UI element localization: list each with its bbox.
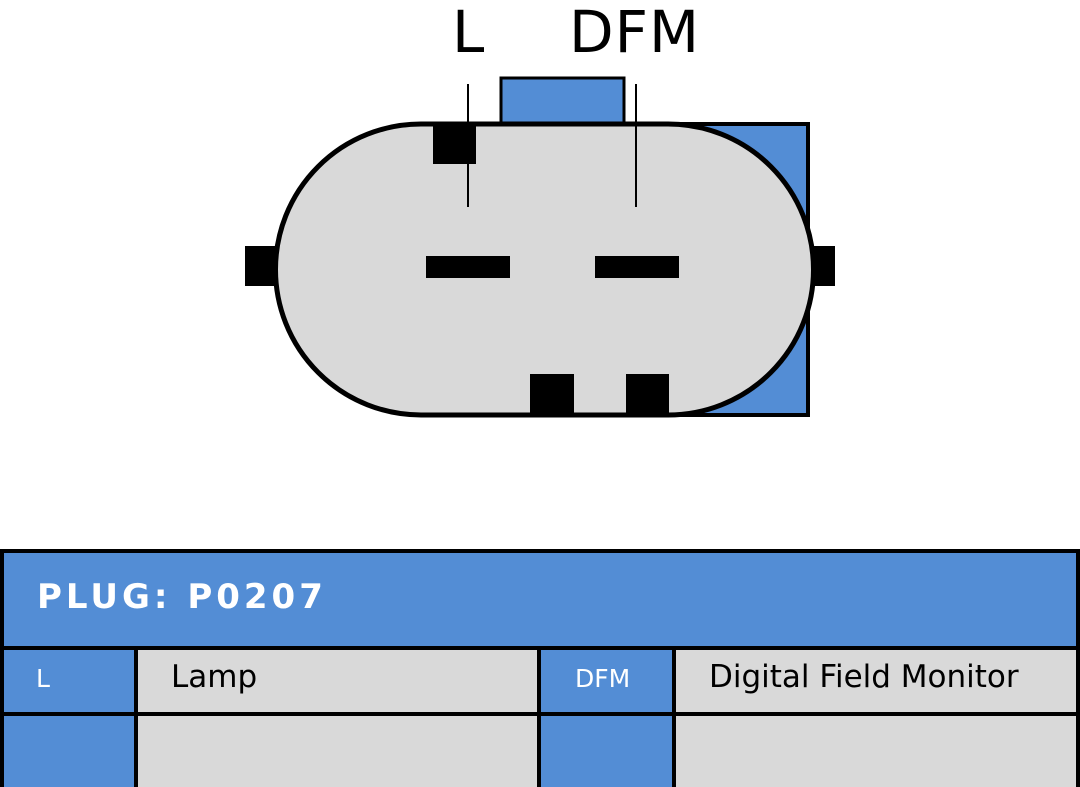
row1-desc1-cell: Lamp — [137, 646, 540, 714]
row2-code1-cell — [0, 714, 137, 787]
connector-body — [273, 121, 816, 418]
row1-desc1: Lamp — [171, 659, 258, 695]
row1-code2: DFM — [575, 664, 631, 693]
plug-header: PLUG: P0207 — [0, 553, 1080, 646]
grid-line-v4 — [1076, 646, 1080, 787]
row2-code2-cell — [540, 714, 675, 787]
bottom-notch-left — [530, 374, 574, 415]
grid-line-v0 — [0, 646, 4, 787]
top-notch — [433, 124, 476, 164]
bottom-notch-right — [626, 374, 669, 415]
grid-line-v1 — [134, 646, 138, 787]
row2-desc1-cell — [137, 714, 540, 787]
row1-code1: L — [36, 664, 50, 693]
row1-desc2-cell: Digital Field Monitor — [675, 646, 1080, 714]
grid-line-v2 — [537, 646, 541, 787]
terminal-l — [426, 256, 510, 278]
terminal-dfm — [595, 256, 679, 278]
plug-title: PLUG: P0207 — [37, 577, 327, 617]
top-lock-tab — [499, 76, 626, 128]
pin-label-l: L — [452, 0, 486, 66]
row1-code2-cell: DFM — [540, 646, 675, 714]
row1-desc2: Digital Field Monitor — [709, 659, 1019, 695]
connector-diagram: L DFM — [245, 0, 835, 418]
row2-desc2-cell — [675, 714, 1080, 787]
plug-table: PLUG: P0207 L Lamp DFM Digital Field Mon… — [0, 549, 1080, 787]
pin-label-dfm: DFM — [569, 0, 701, 66]
grid-line-v3 — [672, 646, 676, 787]
row1-code1-cell: L — [0, 646, 137, 714]
connector-drawing — [245, 76, 835, 418]
